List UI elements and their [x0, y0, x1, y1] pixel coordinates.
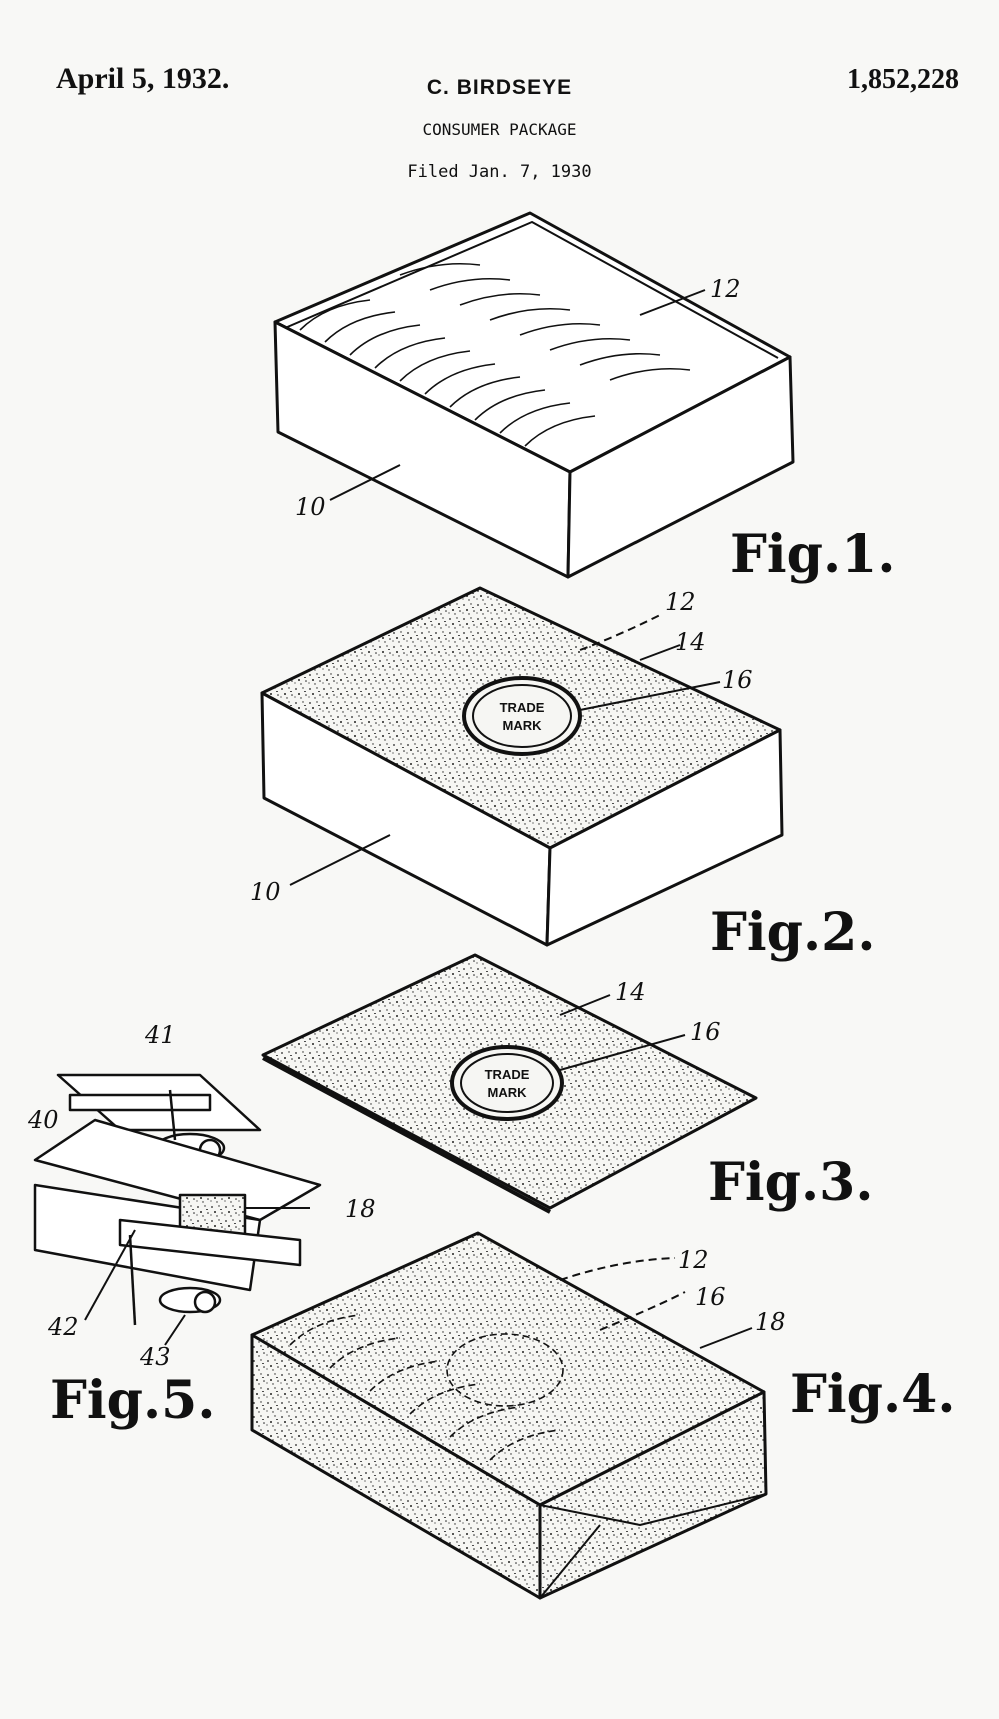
- fig3-ref-14: 14: [615, 978, 646, 1006]
- filed-date: Filed Jan. 7, 1930: [407, 162, 592, 182]
- fig2-ref-10: 10: [250, 878, 281, 906]
- figure-5: 41 40 18 42 43 Fig.5.: [27, 1021, 376, 1431]
- patent-title: CONSUMER PACKAGE: [422, 120, 577, 139]
- fig3-label: Fig.3.: [708, 1152, 873, 1213]
- fig4-hidden-contents: [289, 1314, 564, 1461]
- fig4-ref-12: 12: [678, 1246, 709, 1274]
- patent-date: April 5, 1932.: [56, 62, 230, 95]
- fig5-ref-18: 18: [345, 1195, 376, 1223]
- patent-number: 1,852,228: [847, 64, 959, 95]
- fig3-ref-16: 16: [690, 1018, 721, 1046]
- fig3-seal-line2: MARK: [488, 1085, 528, 1100]
- fig5-ref-40: 40: [27, 1106, 59, 1134]
- fig2-seal-line2: MARK: [503, 718, 543, 733]
- figure-2: TRADE MARK 12 14 16 10 Fig.2.: [250, 586, 875, 963]
- fig1-ref-12: 12: [710, 275, 741, 303]
- fig2-ref-14: 14: [675, 628, 706, 656]
- fig2-label: Fig.2.: [710, 902, 875, 963]
- fig2-ref-12: 12: [665, 588, 696, 616]
- fig2-ref-16: 16: [722, 666, 753, 694]
- fig3-trade-mark-seal: [450, 1045, 564, 1121]
- figure-3: TRADE MARK 14 16 Fig.3.: [261, 953, 873, 1214]
- fig1-ref-10: 10: [295, 493, 326, 521]
- fig2-seal-line1: TRADE: [500, 700, 545, 715]
- fig5-ref-43: 43: [139, 1343, 171, 1371]
- fig4-ref-16: 16: [695, 1283, 726, 1311]
- fig5-ref-42: 42: [47, 1313, 79, 1341]
- fig2-trade-mark-seal: [462, 676, 582, 756]
- figure-4: 12 16 18 Fig.4.: [250, 1231, 955, 1600]
- inventor-name: C. BIRDSEYE: [426, 76, 573, 99]
- fig1-label: Fig.1.: [730, 524, 895, 585]
- fig3-seal-line1: TRADE: [485, 1067, 530, 1082]
- fig4-ref-18: 18: [755, 1308, 786, 1336]
- fig5-ref-41: 41: [144, 1021, 176, 1049]
- fig5-label: Fig.5.: [50, 1370, 215, 1431]
- fig1-contents: [299, 262, 691, 447]
- figure-1: 12 10 Fig.1.: [273, 211, 895, 585]
- fig4-label: Fig.4.: [790, 1364, 955, 1425]
